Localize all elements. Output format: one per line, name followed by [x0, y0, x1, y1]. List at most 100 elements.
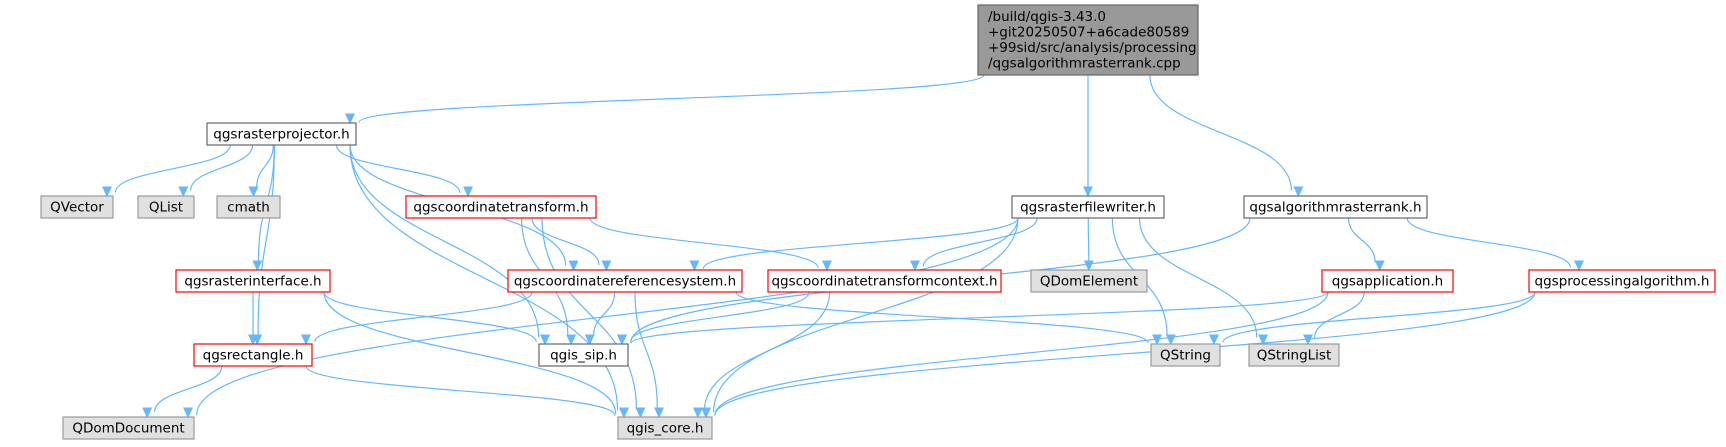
- node-qgscoordinatereferencesystem[interactable]: qgscoordinatereferencesystem.h: [507, 269, 743, 293]
- edge-qgscoordinatetransform-to-qgis_core: [541, 217, 646, 419]
- node-box: [62, 416, 195, 440]
- arrowhead: [617, 334, 627, 346]
- edge-line: [1406, 217, 1572, 268]
- edge-qgscoordinatereferencesystem-to-qgis_sip: [584, 291, 616, 346]
- edge-qgsalgorithmrasterrank-to-qgsapplication: [1347, 217, 1385, 272]
- edge-qgsprocessingalgorithm-to-qstring: [1209, 291, 1536, 346]
- node-label: qgsrectangle.h: [203, 347, 304, 363]
- arrowhead: [301, 334, 311, 346]
- node-qgsapplication[interactable]: qgsapplication.h: [1321, 269, 1454, 293]
- node-label: qgsrasterinterface.h: [184, 273, 321, 289]
- edge-line: [314, 291, 533, 343]
- arrowhead: [619, 407, 629, 419]
- edge-line: [712, 217, 1019, 413]
- node-box: [1528, 269, 1716, 293]
- node-qgsprocessingalgorithm[interactable]: qgsprocessingalgorithm.h: [1528, 269, 1716, 293]
- edge-qgsrasterprojector-to-qgscoordinatetransform: [335, 144, 474, 198]
- node-qgsalgorithmrasterrank[interactable]: qgsalgorithmrasterrank.h: [1243, 195, 1428, 219]
- edge-line: [531, 217, 600, 265]
- node-qgscoordinatetransform[interactable]: qgscoordinatetransform.h: [405, 195, 597, 219]
- edge-qgscoordinatetransform-to-qgscoordinatereferencesystem: [531, 217, 612, 272]
- edge-line: [323, 291, 617, 414]
- node-label: qgsrasterfilewriter.h: [1020, 199, 1156, 215]
- node-qgis_sip[interactable]: qgis_sip.h: [538, 343, 629, 367]
- node-label: QString: [1160, 347, 1211, 363]
- node-qgis_core[interactable]: qgis_core.h: [617, 416, 713, 440]
- node-label: qgis_core.h: [627, 420, 704, 436]
- edge-qgsrasterfilewriter-to-qdomelement: [1083, 217, 1094, 272]
- arrowhead: [540, 334, 550, 346]
- node-box: [1248, 343, 1340, 367]
- edge-line: [589, 217, 819, 269]
- arrowhead: [463, 186, 474, 198]
- arrowhead: [248, 186, 259, 198]
- edge-qgscoordinatetransformcontext-to-qgis_sip: [617, 291, 810, 346]
- node-box: [507, 269, 743, 293]
- edge-line: [189, 144, 254, 191]
- node-box: [977, 4, 1199, 76]
- edge-qgsrasterinterface-to-qgis_sip: [323, 291, 550, 346]
- node-label: +99sid/src/analysis/processing: [988, 40, 1197, 56]
- node-box: [1030, 269, 1148, 293]
- edge-line: [1138, 217, 1258, 338]
- node-root[interactable]: /build/qgis-3.43.0+git20250507+a6cade805…: [977, 4, 1199, 76]
- edge-root-to-qgsrasterprojector: [345, 74, 985, 125]
- arrowhead: [635, 407, 646, 419]
- arrowhead: [1574, 260, 1585, 272]
- nodes-layer: /build/qgis-3.43.0+git20250507+a6cade805…: [40, 4, 1716, 440]
- arrowhead: [566, 334, 577, 346]
- node-label: qgscoordinatereferencesystem.h: [514, 273, 736, 289]
- node-box: [1321, 269, 1454, 293]
- arrowhead: [910, 260, 921, 272]
- edge-line: [630, 291, 810, 342]
- arrowhead: [701, 407, 711, 419]
- edge-qgscoordinatereferencesystem-to-qstring: [735, 291, 1162, 346]
- node-qdomelement[interactable]: QDomElement: [1030, 269, 1148, 293]
- node-qgsrasterinterface[interactable]: qgsrasterinterface.h: [175, 269, 331, 293]
- arrowhead: [821, 260, 832, 272]
- edge-line: [154, 365, 223, 413]
- node-qgsrasterprojector[interactable]: qgsrasterprojector.h: [206, 122, 357, 146]
- arrowhead: [692, 407, 703, 419]
- arrowhead: [183, 407, 193, 419]
- edge-line: [323, 291, 537, 343]
- node-qstring[interactable]: QString: [1150, 343, 1221, 367]
- edge-line: [1347, 217, 1376, 263]
- node-qstringlist[interactable]: QStringList: [1248, 343, 1340, 367]
- node-box: [1011, 195, 1165, 219]
- node-label: qgsrasterprojector.h: [213, 126, 349, 142]
- arrowhead: [252, 260, 263, 272]
- edges-layer: [102, 74, 1585, 419]
- edge-line: [714, 291, 1536, 416]
- node-qvector[interactable]: QVector: [40, 195, 114, 219]
- edge-line: [541, 217, 638, 409]
- node-qdomdocument[interactable]: QDomDocument: [62, 416, 195, 440]
- edge-line: [257, 144, 275, 336]
- node-label: /qgsalgorithmrasterrank.cpp: [988, 56, 1181, 72]
- node-qgscoordinatetransformcontext[interactable]: qgscoordinatetransformcontext.h: [767, 269, 1002, 293]
- node-cmath[interactable]: cmath: [216, 195, 281, 219]
- edge-line: [1222, 291, 1536, 343]
- edge-line: [702, 217, 1019, 269]
- arrowhead: [601, 260, 612, 272]
- edge-line: [593, 291, 616, 336]
- edge-qgsrasterfilewriter-to-qstringlist: [1138, 217, 1269, 346]
- edge-qgsrasterinterface-to-qgsrectangle: [248, 292, 258, 346]
- node-qlist[interactable]: QList: [137, 195, 195, 219]
- node-qgsrasterfilewriter[interactable]: qgsrasterfilewriter.h: [1011, 195, 1165, 219]
- node-box: [216, 195, 281, 219]
- edge-root-to-qgsalgorithmrasterrank: [1149, 74, 1304, 198]
- edge-qgsrasterprojector-to-qvector: [102, 144, 231, 198]
- edge-line: [630, 291, 1329, 344]
- arrowhead: [568, 260, 579, 272]
- arrowhead: [1083, 260, 1094, 272]
- node-label: /build/qgis-3.43.0: [988, 9, 1106, 25]
- node-label: qgscoordinatetransformcontext.h: [771, 273, 997, 289]
- node-label: +git20250507+a6cade80589: [988, 25, 1189, 41]
- edge-line: [256, 144, 274, 188]
- arrowhead: [689, 260, 700, 272]
- node-box: [767, 269, 1002, 293]
- node-qgsrectangle[interactable]: qgsrectangle.h: [193, 343, 313, 367]
- edge-line: [714, 291, 1329, 416]
